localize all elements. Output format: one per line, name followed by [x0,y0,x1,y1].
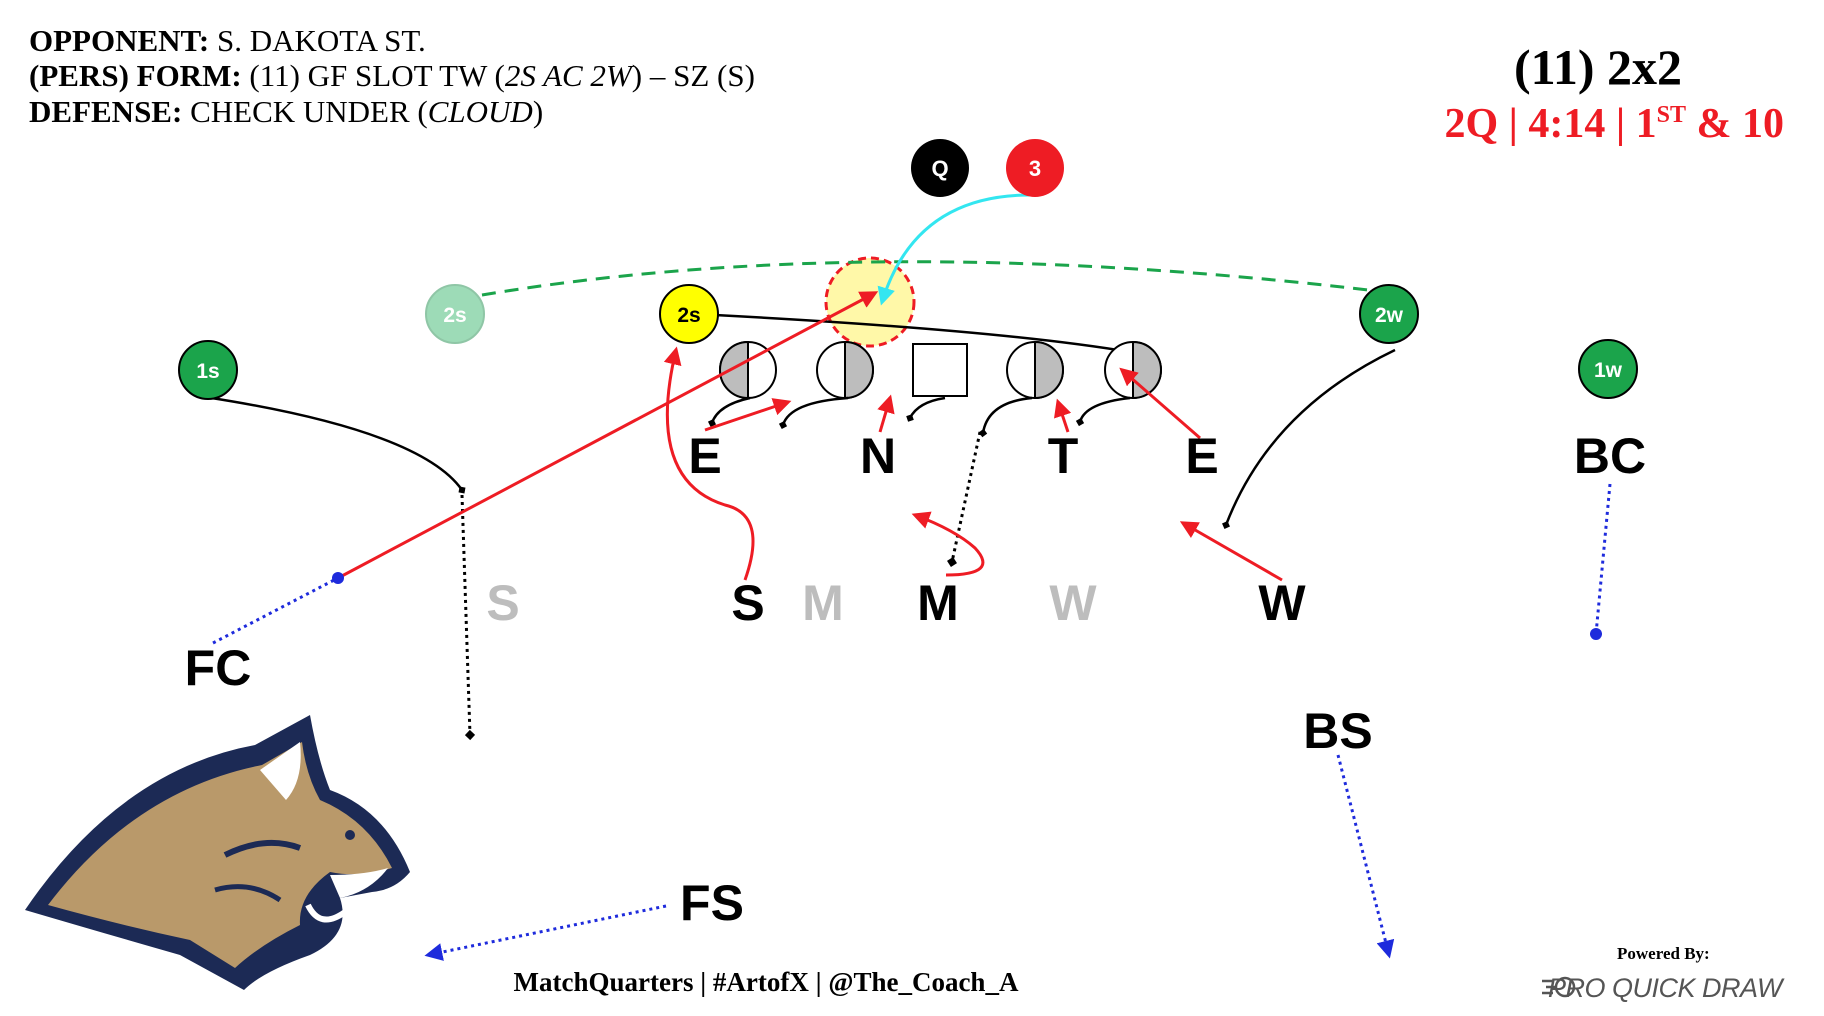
down-distance: & 10 [1696,101,1785,147]
defense-labels: E N T E BC S S M M W W FC BS FS [185,428,1646,931]
defense-label: DEFENSE: [29,94,183,129]
mike-ghost: M [802,575,844,631]
tackle-slant [1054,398,1072,433]
personnel-title: (11) 2x2 [1513,39,1682,95]
slot-block-path [714,313,1135,357]
defense-line: DEFENSE: CHECK UNDER (CLOUD) [29,96,543,127]
slot-2w-label: 2w [1375,304,1404,327]
will-linebacker: W [1258,575,1306,631]
will-ghost: W [1049,575,1097,631]
bobcat-logo-icon [25,715,410,990]
field-corner: FC [185,640,252,696]
mike-dotted [947,431,982,567]
qb-marker: Q [911,139,969,197]
slot-2s-faded-marker: 2s [425,284,485,344]
rb-marker: 3 [1006,139,1064,197]
formation-label: (PERS) FORM: [29,58,242,93]
fs-coverage [424,904,667,961]
down-suffix: ST [1656,102,1686,128]
end-left-slant [704,398,792,432]
sam-ghost: S [486,575,519,631]
formation-value-a: (11) GF SLOT TW ( [241,58,505,93]
right-guard [1006,340,1064,400]
coverage-lines [212,483,1612,961]
slot-2s-marker: 2s [659,284,719,344]
defense-reads [339,291,1283,582]
qb-label: Q [931,156,948,181]
game-situation: 2Q | 4:14 | 1ST & 10 [1444,100,1784,148]
boundary-corner: BC [1574,428,1646,484]
slot-2w-marker: 2w [1359,284,1419,344]
defensive-end-left: E [688,428,721,484]
formation-value-b: ) – SZ (S) [631,58,755,93]
defense-value-a: CHECK UNDER ( [182,94,428,129]
rb-path [877,193,1031,306]
sam-fit [663,346,755,581]
slot-2s-faded-label: 2s [443,304,466,327]
right-tackle [1104,340,1162,400]
motion-route [481,260,1386,297]
footer-credits: MatchQuarters | #ArtofX | @The_Coach_A [0,967,1824,998]
wr-2w-route [1222,348,1396,529]
wr-1w-marker: 1w [1578,339,1638,399]
slot-2s-label: 2s [677,304,700,327]
bc-coverage [1590,483,1612,640]
down-number: 1 [1635,101,1657,147]
nose-slant [877,394,895,433]
free-safety: FS [680,875,744,931]
opponent-label: OPPONENT: [29,23,210,58]
center [912,343,968,397]
rb-label: 3 [1029,156,1041,181]
opponent-line: OPPONENT: S. DAKOTA ST. [29,25,426,56]
nose-tackle: N [860,428,896,484]
mike-fit [911,511,985,577]
run-aiming-point [824,256,916,348]
end-right-slant [1119,367,1201,440]
defensive-tackle: T [1048,428,1079,484]
formation-value-italic: 2S AC 2W [504,58,632,93]
boundary-safety: BS [1303,703,1372,759]
bs-coverage [1336,754,1395,959]
quarter: 2Q [1444,101,1499,147]
will-fit [1179,521,1283,582]
separator-2: | [1615,101,1626,147]
defense-value-italic: CLOUD [427,94,533,129]
separator-1: | [1508,101,1518,147]
ol-blocks [707,396,1131,438]
left-guard [816,340,874,400]
defense-value-b: ) [532,94,544,129]
speed-circle-icon [1542,976,1576,998]
wr-1s-route [204,395,466,494]
wr-1s-dotted [460,494,476,741]
footer-text: MatchQuarters | #ArtofX | @The_Coach_A [513,967,1019,997]
opponent-value: S. DAKOTA ST. [209,23,426,58]
defensive-end-right: E [1185,428,1218,484]
game-clock: 4:14 [1528,101,1606,147]
wr-1s-marker: 1s [178,340,238,400]
sam-linebacker: S [731,575,764,631]
fc-coverage [212,572,344,645]
formation-line: (PERS) FORM: (11) GF SLOT TW (2S AC 2W) … [29,60,755,91]
wr-1w-label: 1w [1594,359,1623,382]
powered-by: Powered By: [1617,944,1710,963]
fc-fit [339,291,879,579]
wr-1s-label: 1s [196,360,219,383]
offensive-line [719,340,1162,400]
mike-linebacker: M [917,575,959,631]
brand-name: PRO QUICK DRAW [1548,973,1783,1003]
